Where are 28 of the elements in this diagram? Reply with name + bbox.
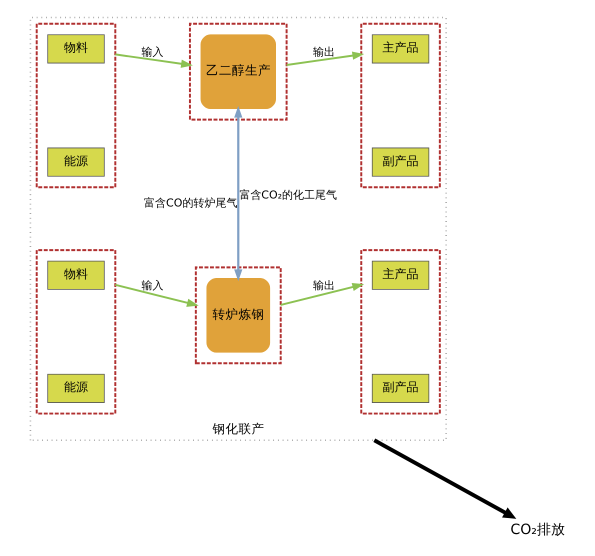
node-box: 能源: [46, 148, 104, 177]
cluster: [188, 22, 288, 121]
cluster: [360, 249, 440, 415]
cluster: [35, 249, 116, 415]
arrow: [114, 53, 192, 68]
node-box: 转炉炼钢: [206, 278, 270, 353]
node-box: 能源: [46, 374, 104, 403]
edge-label: 输入: [141, 278, 164, 292]
arrow: [280, 282, 364, 306]
node-box: 物料: [46, 260, 104, 290]
cluster: [194, 266, 282, 364]
cluster: [360, 22, 440, 188]
arrow: [286, 52, 364, 66]
node-text: CO₂排放: [510, 522, 564, 538]
node-box: 副产品: [371, 374, 429, 403]
edge-label: 输出: [312, 45, 334, 58]
node-box: 副产品: [371, 148, 429, 177]
cluster: [35, 22, 116, 188]
edge-label: 富含CO的转炉尾气: [144, 196, 237, 210]
node-box: 主产品: [371, 260, 429, 290]
edge-label: 输出: [312, 278, 334, 292]
edge-label: 输入: [141, 45, 164, 58]
edge-label: 富含CO₂的化工尾气: [238, 188, 337, 202]
node-box: 主产品: [371, 34, 429, 64]
node-box: 物料: [46, 34, 104, 64]
arrow: [114, 284, 198, 307]
arrow: [372, 438, 516, 519]
node-box: 乙二醇生产: [200, 34, 276, 110]
